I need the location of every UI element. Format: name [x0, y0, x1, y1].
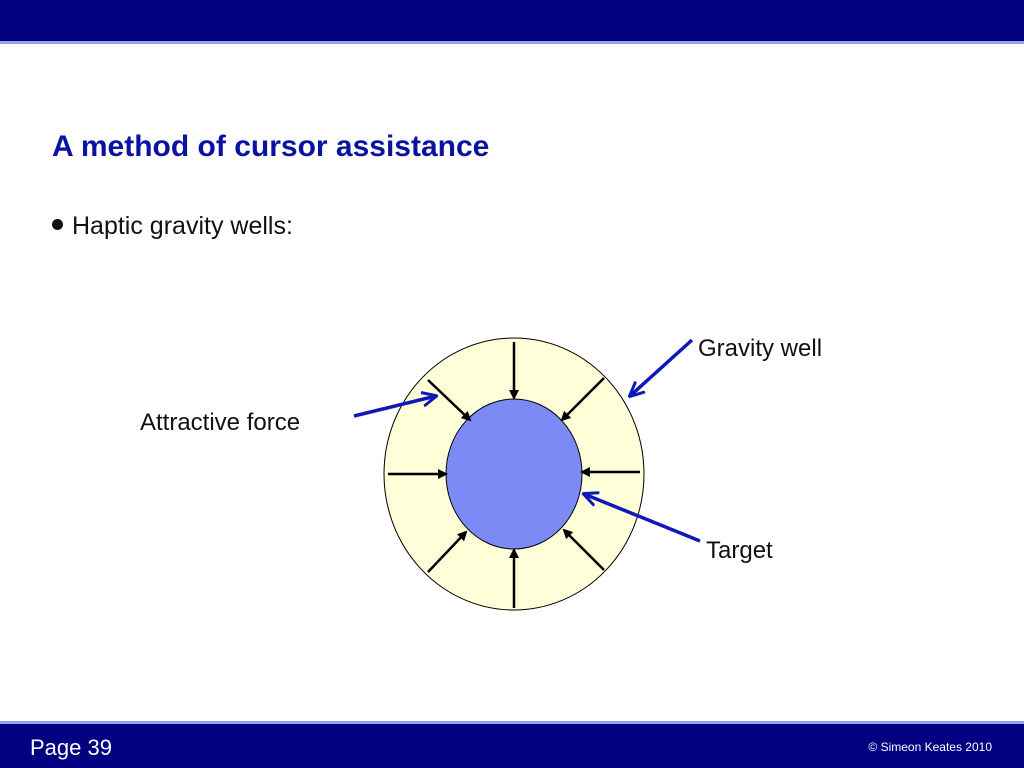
target-pointer-arrow: [584, 494, 701, 543]
target-label: Target: [706, 537, 773, 564]
gravity-well-label: Gravity well: [698, 335, 822, 362]
attractive-force-label: Attractive force: [140, 409, 300, 436]
force-arrow-bottom-left: [427, 530, 468, 573]
gravity-well-pointer-arrow: [630, 338, 694, 396]
force-arrow-top-right: [560, 377, 605, 422]
footer-bar: [0, 724, 1024, 768]
target-circle: [445, 398, 583, 550]
force-arrow-bottom-right: [562, 528, 605, 571]
slide-title: A method of cursor assistance: [52, 130, 490, 163]
force-arrow-top-left: [427, 379, 472, 422]
attractive-force-pointer-arrow: [353, 396, 436, 418]
bullet-item: Haptic gravity wells:: [52, 212, 293, 241]
footer-divider: [0, 721, 1024, 724]
page-number: Page 39: [30, 735, 112, 760]
copyright-notice: © Simeon Keates 2010: [868, 740, 992, 754]
header-bar: [0, 0, 1024, 41]
header-divider: [0, 41, 1024, 44]
bullet-text: Haptic gravity wells:: [72, 212, 293, 240]
bullet-dot-icon: [52, 218, 63, 230]
